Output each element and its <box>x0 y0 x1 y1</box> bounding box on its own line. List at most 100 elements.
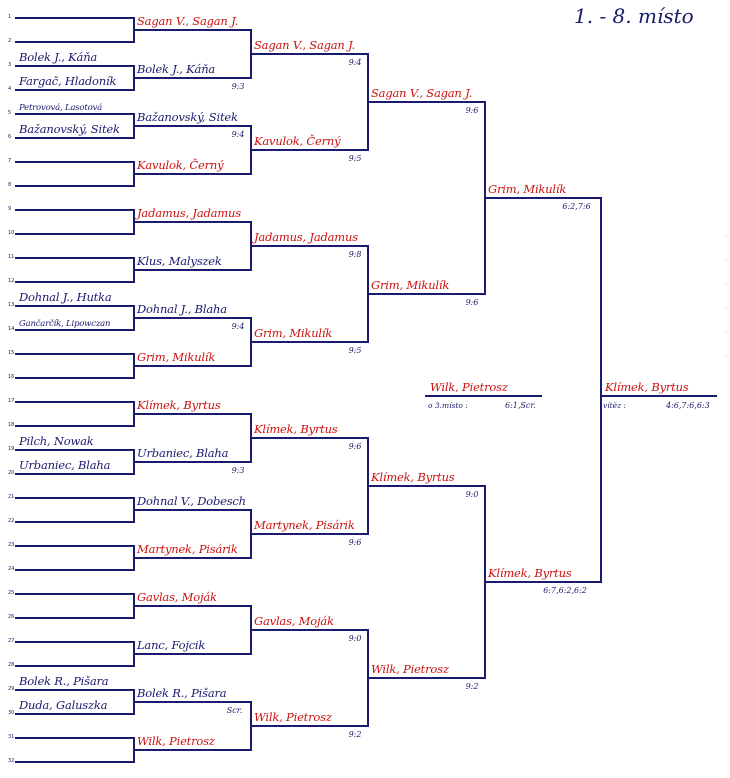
match-winner[interactable]: Klímek, Byrtus <box>254 422 338 436</box>
round2-connector <box>250 605 252 655</box>
tournament-winner[interactable]: Klímek, Byrtus <box>605 380 689 394</box>
match-winner[interactable]: Martynek, Pisárik <box>137 542 238 556</box>
place-score: 6:1,Scr. <box>505 401 536 410</box>
match-winner[interactable]: Bolek J., Káňa <box>137 62 216 76</box>
match-winner[interactable]: Dohnal J., Blaha <box>137 302 227 316</box>
edge-dot: . <box>726 329 728 335</box>
match-winner[interactable]: Bolek R., Pišara <box>137 686 227 700</box>
match-winner[interactable]: Gavlas, Moják <box>254 614 334 628</box>
slot-line <box>15 401 133 403</box>
match-winner[interactable]: Klímek, Byrtus <box>371 470 455 484</box>
slot-line <box>15 305 133 307</box>
player-entry[interactable]: Fargač, Hladoník <box>19 74 117 88</box>
slot-number: 22 <box>8 518 15 524</box>
player-entry[interactable]: Urbaniec, Blaha <box>19 458 111 472</box>
round1-line <box>133 509 250 511</box>
slot-line <box>15 113 133 115</box>
slot-number: 30 <box>8 710 15 716</box>
round2-line <box>250 341 367 343</box>
player-entry[interactable]: Bolek J., Káňa <box>19 50 98 64</box>
player-entry[interactable]: Bolek R., Pišara <box>19 674 109 688</box>
match-score: 6:7,6:2,6:2 <box>543 586 587 595</box>
match-score: 9:6 <box>465 106 479 115</box>
slot-number: 27 <box>8 638 15 644</box>
match-winner[interactable]: Lanc, Fojcik <box>137 638 206 652</box>
round1-connector <box>133 17 135 43</box>
slot-number: 21 <box>8 494 15 500</box>
match-winner[interactable]: Grim, Mikulík <box>254 326 333 340</box>
match-winner[interactable]: Klus, Malyszek <box>137 254 222 268</box>
round1-line <box>133 29 250 31</box>
player-entry[interactable]: Duda, Galuszka <box>19 698 108 712</box>
round1-line <box>133 125 250 127</box>
round1-line <box>133 77 250 79</box>
match-winner[interactable]: Martynek, Pisárik <box>254 518 355 532</box>
slot-line <box>15 473 133 475</box>
slot-number: 1 <box>8 14 12 20</box>
match-score: 9:5 <box>348 154 362 163</box>
match-winner[interactable]: Kavulok, Černý <box>137 158 224 172</box>
slot-line <box>15 137 133 139</box>
match-score: 9:4 <box>231 322 245 331</box>
round3-connector <box>367 53 369 151</box>
slot-line <box>15 593 133 595</box>
slot-number: 32 <box>8 758 15 764</box>
match-winner[interactable]: Sagan V., Sagan J. <box>137 14 239 28</box>
match-winner[interactable]: Grim, Mikulík <box>137 350 216 364</box>
match-winner[interactable]: Bažanovský, Sitek <box>137 110 238 124</box>
match-winner[interactable]: Jadamus, Jadamus <box>137 206 241 220</box>
round3-connector <box>367 629 369 727</box>
slot-number: 28 <box>8 662 15 668</box>
slot-line <box>15 689 133 691</box>
slot-number: 11 <box>8 254 15 260</box>
match-score: 6:2,7:6 <box>562 202 591 211</box>
match-winner[interactable]: Wilk, Pietrosz <box>254 710 332 724</box>
slot-number: 2 <box>8 38 12 44</box>
match-winner[interactable]: Grim, Mikulík <box>371 278 450 292</box>
round3-line <box>367 677 484 679</box>
place-winner[interactable]: Wilk, Pietrosz <box>430 380 508 394</box>
round2-connector <box>250 413 252 463</box>
slot-line <box>15 233 133 235</box>
match-score: 9:0 <box>465 490 479 499</box>
slot-number: 15 <box>8 350 15 356</box>
round1-line <box>133 269 250 271</box>
match-winner[interactable]: Klímek, Byrtus <box>488 566 572 580</box>
player-entry[interactable]: Pilch, Nowak <box>19 434 94 448</box>
match-winner[interactable]: Sagan V., Sagan J. <box>254 38 356 52</box>
slot-number: 8 <box>8 182 12 188</box>
match-winner[interactable]: Klímek, Byrtus <box>137 398 221 412</box>
match-winner[interactable]: Grim, Mikulík <box>488 182 567 196</box>
match-score: 9:0 <box>348 634 362 643</box>
match-winner[interactable]: Kavulok, Černý <box>254 134 341 148</box>
round1-connector <box>133 641 135 667</box>
round1-connector <box>133 161 135 187</box>
match-winner[interactable]: Urbaniec, Blaha <box>137 446 229 460</box>
slot-number: 12 <box>8 278 15 284</box>
round2-line <box>250 149 367 151</box>
round2-connector <box>250 29 252 79</box>
slot-line <box>15 161 133 163</box>
match-score: 9:3 <box>231 82 245 91</box>
match-winner[interactable]: Sagan V., Sagan J. <box>371 86 473 100</box>
match-winner[interactable]: Wilk, Pietrosz <box>137 734 215 748</box>
round2-connector <box>250 221 252 271</box>
player-entry[interactable]: Dohnal J., Hutka <box>19 290 112 304</box>
match-winner[interactable]: Jadamus, Jadamus <box>254 230 358 244</box>
round1-connector <box>133 257 135 283</box>
round1-line <box>133 413 250 415</box>
player-entry[interactable]: Petrovová, Lasotová <box>19 103 102 113</box>
round2-line <box>250 245 367 247</box>
slot-number: 3 <box>8 62 12 68</box>
slot-line <box>15 185 133 187</box>
round1-connector <box>133 65 135 91</box>
round1-line <box>133 221 250 223</box>
round1-line <box>133 557 250 559</box>
match-winner[interactable]: Gavlas, Moják <box>137 590 217 604</box>
player-entry[interactable]: Bažanovský, Sitek <box>19 122 120 136</box>
match-winner[interactable]: Wilk, Pietrosz <box>371 662 449 676</box>
match-winner[interactable]: Dohnal V., Dobesch <box>137 494 246 508</box>
player-entry[interactable]: Gančarčík, Lipowczan <box>19 319 111 329</box>
round2-connector <box>250 125 252 175</box>
